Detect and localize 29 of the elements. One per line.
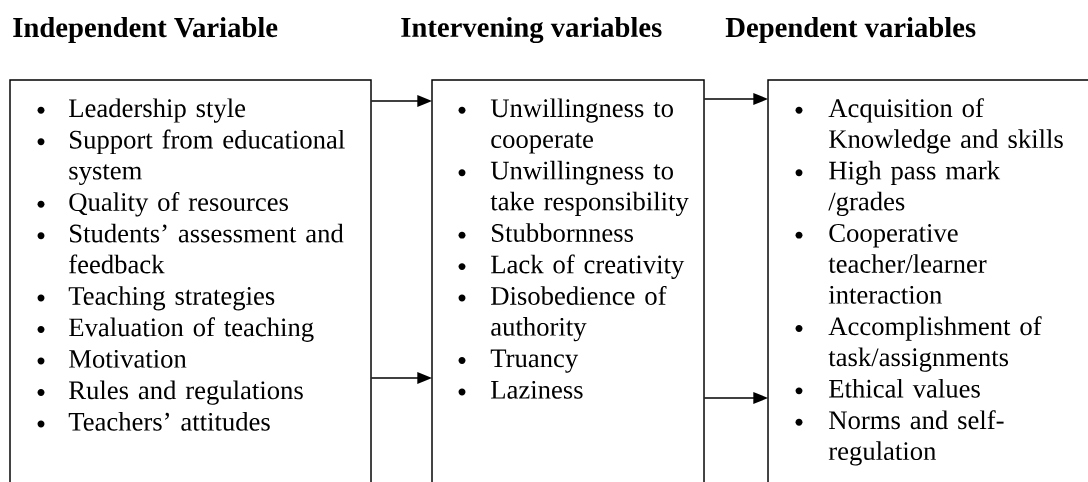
heading: Dependent variables <box>725 17 976 43</box>
list-item: Disobedience of authority <box>491 285 667 342</box>
list-item: Teaching strategies <box>68 286 275 311</box>
list-item: Leadership style <box>69 98 246 123</box>
list-item: Cooperative teacher/learner interaction <box>828 224 987 304</box>
list-item: Teachers’ attitudes <box>68 412 270 431</box>
list-item: Accomplishment of task/assignments <box>828 316 1042 372</box>
list-item: Ethical values <box>829 378 980 398</box>
list-item: High pass mark /grades <box>828 160 1001 216</box>
list-item: Unwillingness to take responsibility <box>490 160 689 216</box>
list-item: Lack of creativity <box>491 254 685 279</box>
list-item: Students’ assessment and feedback <box>69 223 344 274</box>
list-item: Support from educational system <box>69 129 345 186</box>
heading: Intervening variables <box>401 16 662 44</box>
list-item: Truancy <box>490 349 579 373</box>
heading: Independent Variable <box>13 17 278 43</box>
list-item: Rules and regulations <box>69 380 303 405</box>
arrow <box>703 392 768 404</box>
list-item: Stubbornness <box>492 223 633 242</box>
arrow <box>703 93 768 105</box>
list-item: Evaluation of teaching <box>69 317 314 342</box>
list-item: Motivation <box>69 349 187 368</box>
arrow <box>370 95 432 107</box>
list-item: Quality of resources <box>69 192 288 217</box>
arrow <box>370 372 432 384</box>
list-item: Unwillingness to cooperate <box>490 98 673 154</box>
list-item: Laziness <box>491 380 583 399</box>
list-item: Norms and self-regulation <box>828 410 1004 466</box>
list-item: Acquisition of Knowledge and skills <box>828 98 1063 154</box>
